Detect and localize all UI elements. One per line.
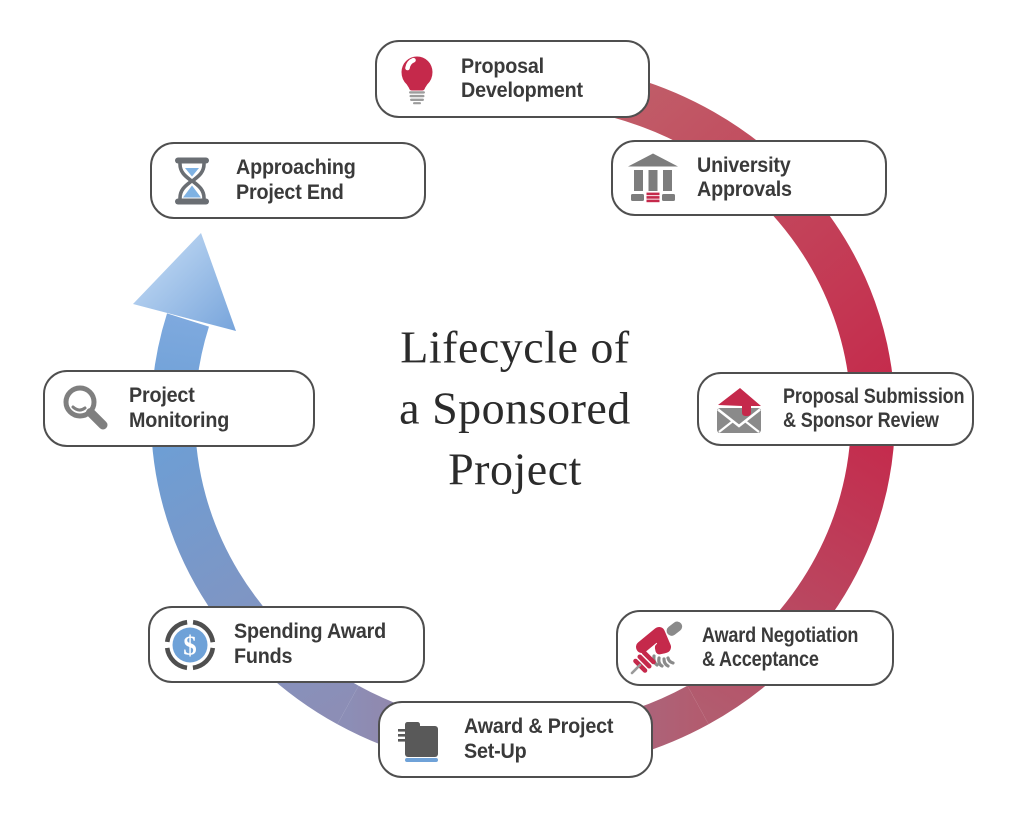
dollar-sign: $ [183, 630, 197, 660]
magnifier-icon [63, 385, 108, 429]
stage-label-line2: Monitoring [129, 408, 230, 432]
stage-award-negotiation: Award Negotiation & Acceptance [616, 610, 894, 686]
stage-label-line1: Award Negotiation [702, 623, 859, 647]
title-line1: Lifecycle of [400, 321, 630, 373]
stage-label: Award Negotiation & Acceptance [702, 624, 858, 673]
hourglass-icon [175, 157, 209, 204]
stage-label-line2: Approvals [697, 178, 792, 201]
stage-label-line2: Development [461, 79, 583, 102]
title-line3: Project [448, 443, 582, 495]
stage-label: Approaching Project End [236, 156, 356, 205]
stage-label-line2: Funds [234, 644, 293, 668]
stage-project-monitoring: Project Monitoring [43, 370, 315, 447]
stage-approaching-project-end: Approaching Project End [150, 142, 426, 219]
stage-label: Project Monitoring [129, 384, 229, 433]
stage-label-line2: Set-Up [464, 739, 527, 763]
stage-university-approvals: University Approvals [611, 140, 887, 216]
stage-label-line1: University [697, 153, 791, 177]
stage-label: University Approvals [697, 154, 792, 203]
stage-label-line1: Proposal [461, 54, 544, 78]
stage-label-line1: Spending Award [234, 620, 387, 643]
stage-label-line1: Approaching [236, 156, 356, 179]
arrow-up-icon [133, 233, 236, 331]
title-line2: a Sponsored [399, 382, 631, 434]
stage-label-line1: Project [129, 384, 195, 407]
stage-label: Proposal Submission & Sponsor Review [783, 384, 965, 434]
handshake-icon [630, 621, 683, 675]
stage-award-project-setup: Award & Project Set-Up [378, 701, 653, 778]
stage-label: Award & Project Set-Up [464, 715, 613, 764]
stage-label-line2: & Acceptance [702, 648, 819, 671]
stage-label-line2: & Sponsor Review [783, 409, 939, 432]
stage-label-line2: Project End [236, 180, 344, 204]
envelope-icon [717, 388, 761, 433]
bank-icon [628, 153, 678, 203]
stage-proposal-development: Proposal Development [375, 40, 650, 118]
coin-icon: $ [164, 619, 216, 670]
stage-spending-award-funds: $ Spending Award Funds [148, 606, 425, 683]
stage-proposal-submission: Proposal Submission & Sponsor Review [697, 372, 974, 446]
stage-label: Spending Award Funds [234, 620, 386, 669]
lightbulb-icon [401, 56, 433, 105]
stage-label-line1: Proposal Submission [783, 384, 965, 408]
stage-label: Proposal Development [461, 55, 583, 104]
stage-label-line1: Award & Project [464, 715, 614, 738]
folder-icon [398, 721, 438, 762]
diagram-title: Lifecycle of a Sponsored Project [295, 317, 735, 500]
